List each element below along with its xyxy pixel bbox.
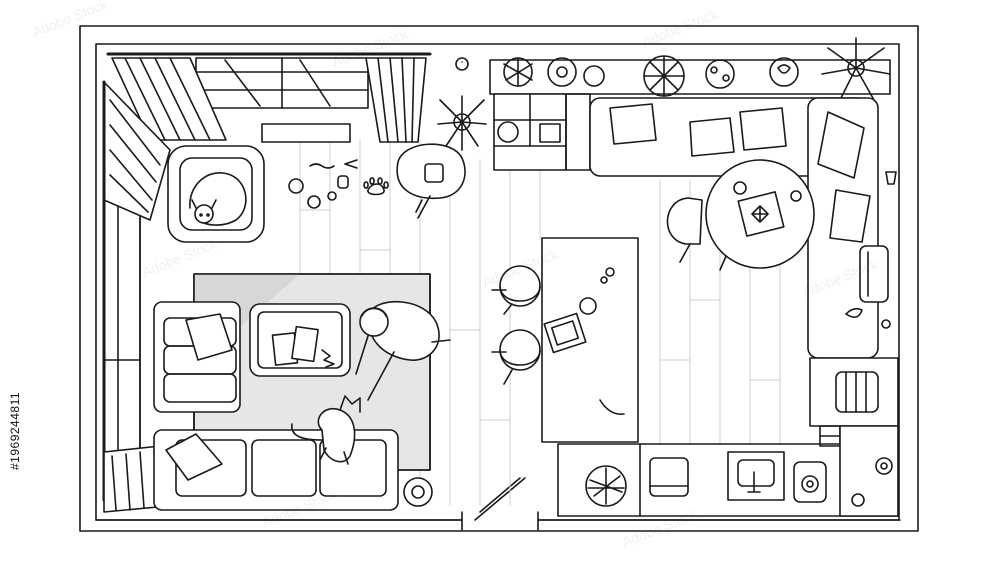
dog-bed xyxy=(167,145,265,243)
pet-toys xyxy=(288,159,389,209)
top-window xyxy=(106,52,432,143)
coffee-table xyxy=(249,303,351,377)
stock-id-label: #1969244811 xyxy=(8,391,22,470)
top-shelf xyxy=(489,37,891,101)
side-chair xyxy=(859,245,889,303)
kitchen-island xyxy=(541,237,639,443)
bar-stools xyxy=(491,265,541,385)
cat-icon xyxy=(291,395,361,465)
curtain-left-top xyxy=(102,80,171,502)
left-window xyxy=(103,199,141,461)
dining-table xyxy=(666,159,815,271)
paw-icon xyxy=(363,177,389,196)
curtain-left-bottom xyxy=(103,445,169,513)
plant-icon-shelf-2 xyxy=(643,55,685,97)
floor-vase xyxy=(403,477,433,507)
person-icon xyxy=(355,300,451,401)
plant-icon-counter xyxy=(585,465,627,507)
dog-icon xyxy=(189,172,247,226)
plant-icon-shelf-1 xyxy=(503,57,533,87)
plant-icon-floor xyxy=(437,57,487,151)
kitchen-column xyxy=(809,171,899,517)
armchair xyxy=(396,143,466,219)
cabinet xyxy=(493,93,591,171)
curtain-top-right xyxy=(365,57,427,143)
plant-icon-corner xyxy=(821,37,891,101)
sofa xyxy=(153,301,399,511)
